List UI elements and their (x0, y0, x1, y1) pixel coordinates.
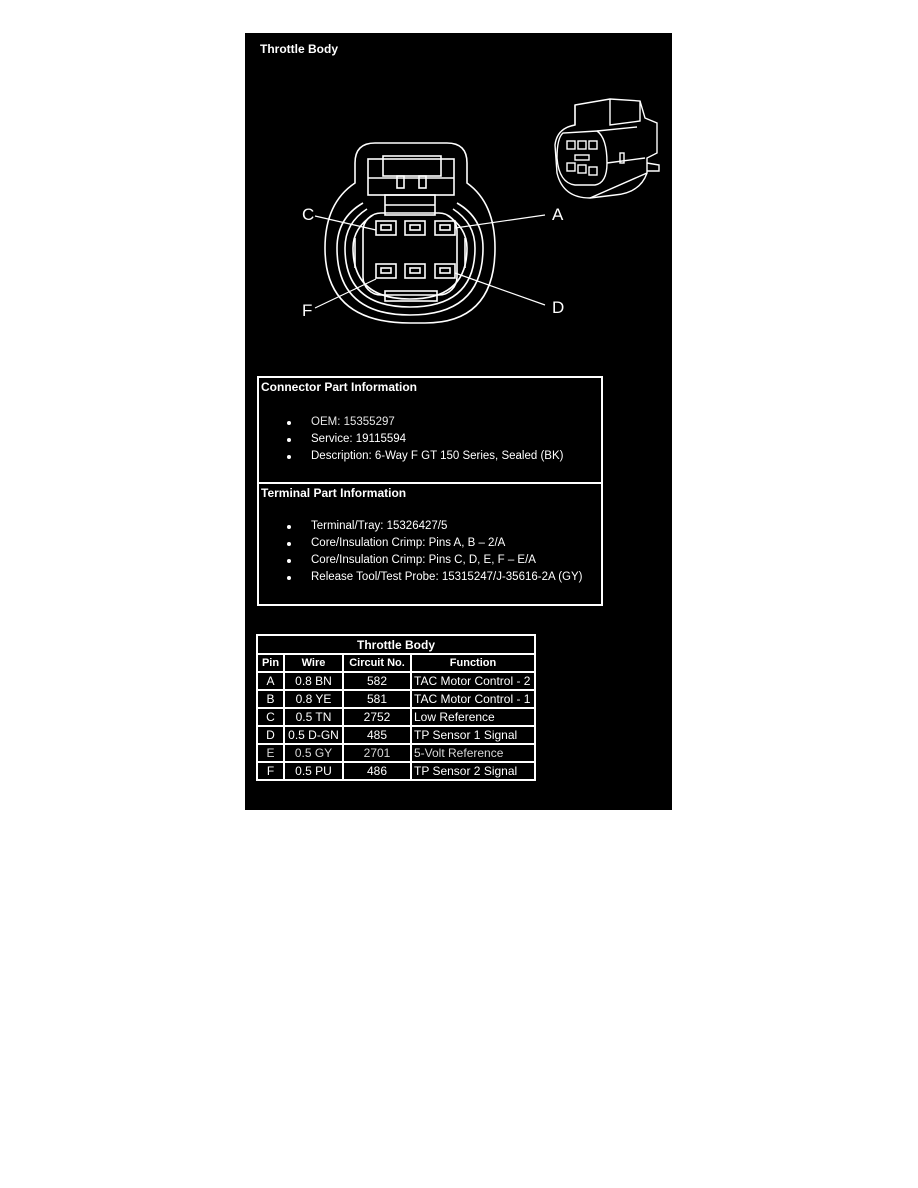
list-item: Release Tool/Test Probe: 15315247/J-3561… (259, 569, 583, 586)
circuit-cell: 2701 (342, 743, 412, 763)
list-item: Description: 6-Way F GT 150 Series, Seal… (259, 448, 563, 465)
list-item: Terminal/Tray: 15326427/5 (259, 518, 583, 535)
terminal-part-information: Terminal Part Information Terminal/Tray:… (259, 484, 601, 604)
terminal-info-list: Terminal/Tray: 15326427/5 Core/Insulatio… (259, 518, 583, 586)
pin-cell: A (256, 671, 285, 691)
bullet-icon (287, 455, 291, 459)
pin-label-c: C (302, 205, 315, 224)
list-item: OEM: 15355297 (259, 414, 563, 431)
table-row: F 0.5 PU 486 TP Sensor 2 Signal (256, 761, 536, 781)
wire-cell: 0.5 TN (283, 707, 344, 727)
pin-label-f: F (302, 301, 313, 320)
connector-info-heading: Connector Part Information (261, 380, 418, 394)
pin-cell: D (256, 725, 285, 745)
pin-cell: C (256, 707, 285, 727)
bullet-icon (287, 438, 291, 442)
wire-cell: 0.5 PU (283, 761, 344, 781)
function-cell: TAC Motor Control - 2 (410, 671, 536, 691)
connector-diagram (314, 98, 660, 324)
bullet-icon (287, 576, 291, 580)
function-cell: Low Reference (410, 707, 536, 727)
function-cell: TP Sensor 1 Signal (410, 725, 536, 745)
list-item: Core/Insulation Crimp: Pins A, B – 2/A (259, 535, 583, 552)
part-information-box: Connector Part Information OEM: 15355297… (257, 376, 603, 606)
circuit-cell: 485 (342, 725, 412, 745)
table-row: C 0.5 TN 2752 Low Reference (256, 707, 536, 727)
wire-cell: 0.5 GY (283, 743, 344, 763)
circuit-cell: 2752 (342, 707, 412, 727)
pin-label-a: A (552, 205, 564, 224)
bullet-icon (287, 559, 291, 563)
table-row: A 0.8 BN 582 TAC Motor Control - 2 (256, 671, 536, 691)
pin-cell: B (256, 689, 285, 709)
connector-part-information: Connector Part Information OEM: 15355297… (259, 378, 601, 484)
wire-cell: 0.8 BN (283, 671, 344, 691)
function-cell: TAC Motor Control - 1 (410, 689, 536, 709)
table-row: B 0.8 YE 581 TAC Motor Control - 1 (256, 689, 536, 709)
column-header-pin: Pin (256, 653, 285, 673)
pin-cell: F (256, 761, 285, 781)
table-row: E 0.5 GY 2701 5-Volt Reference (256, 743, 536, 763)
document-panel: Throttle Body (245, 33, 672, 810)
function-cell: 5-Volt Reference (410, 743, 536, 763)
list-item: Service: 19115594 (259, 431, 563, 448)
circuit-cell: 582 (342, 671, 412, 691)
wire-cell: 0.8 YE (283, 689, 344, 709)
pin-cell: E (256, 743, 285, 763)
circuit-cell: 581 (342, 689, 412, 709)
function-cell: TP Sensor 2 Signal (410, 761, 536, 781)
column-header-circuit: Circuit No. (342, 653, 412, 673)
bullet-icon (287, 542, 291, 546)
table-row: D 0.5 D-GN 485 TP Sensor 1 Signal (256, 725, 536, 745)
column-header-function: Function (410, 653, 536, 673)
pin-label-d: D (552, 298, 565, 317)
circuit-cell: 486 (342, 761, 412, 781)
connector-info-list: OEM: 15355297 Service: 19115594 Descript… (259, 414, 563, 465)
terminal-info-heading: Terminal Part Information (261, 486, 407, 500)
column-header-wire: Wire (283, 653, 344, 673)
page-title: Throttle Body (260, 42, 338, 56)
table-caption: Throttle Body (256, 634, 536, 655)
wire-cell: 0.5 D-GN (283, 725, 344, 745)
connector-face-view-icon (314, 142, 546, 324)
connector-isometric-icon (554, 98, 660, 199)
list-item: Core/Insulation Crimp: Pins C, D, E, F –… (259, 552, 583, 569)
bullet-icon (287, 421, 291, 425)
pin-table: Throttle Body Pin Wire Circuit No. Funct… (256, 634, 536, 781)
bullet-icon (287, 525, 291, 529)
